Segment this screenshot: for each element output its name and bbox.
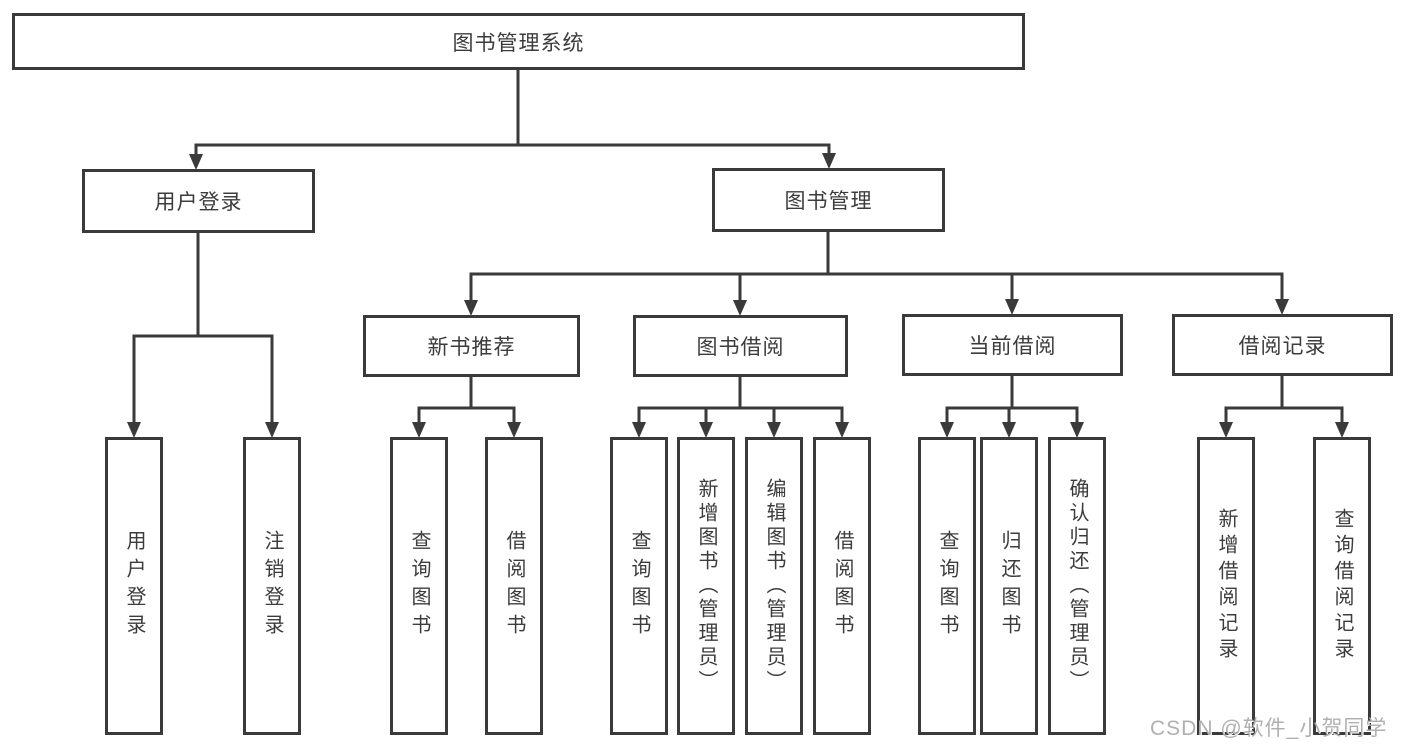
leaf-bb-borrow-books: 借阅图书 <box>813 437 871 735</box>
leaf-cb-return-books: 归还图书 <box>980 437 1038 735</box>
leaf-rec-borrow-books: 借阅图书 <box>485 437 543 735</box>
leaf-bb-query-books: 查询图书 <box>610 437 668 735</box>
node-current-borrowing: 当前借阅 <box>902 314 1123 376</box>
node-new-book-recommend: 新书推荐 <box>363 315 580 377</box>
leaf-user-login: 用户登录 <box>105 437 163 735</box>
leaf-cb-confirm-return: 确认归还（管理员） <box>1048 437 1106 735</box>
leaf-cb-query-books: 查询图书 <box>918 437 976 735</box>
leaf-rec-query-books: 查询图书 <box>390 437 448 735</box>
leaf-logout: 注销登录 <box>243 437 301 735</box>
csdn-watermark: CSDN @软件_小贺同学 <box>1150 717 1388 740</box>
node-library-system: 图书管理系统 <box>12 13 1025 70</box>
leaf-br-add-record: 新增借阅记录 <box>1197 437 1255 735</box>
leaf-bb-edit-books: 编辑图书（管理员） <box>745 437 803 735</box>
node-book-borrowing: 图书借阅 <box>633 315 848 377</box>
node-user-login: 用户登录 <box>82 169 315 233</box>
leaf-br-query-record: 查询借阅记录 <box>1313 437 1371 735</box>
node-borrowing-records: 借阅记录 <box>1172 314 1393 376</box>
leaf-bb-add-books: 新增图书（管理员） <box>677 437 735 735</box>
node-book-management: 图书管理 <box>712 168 945 232</box>
